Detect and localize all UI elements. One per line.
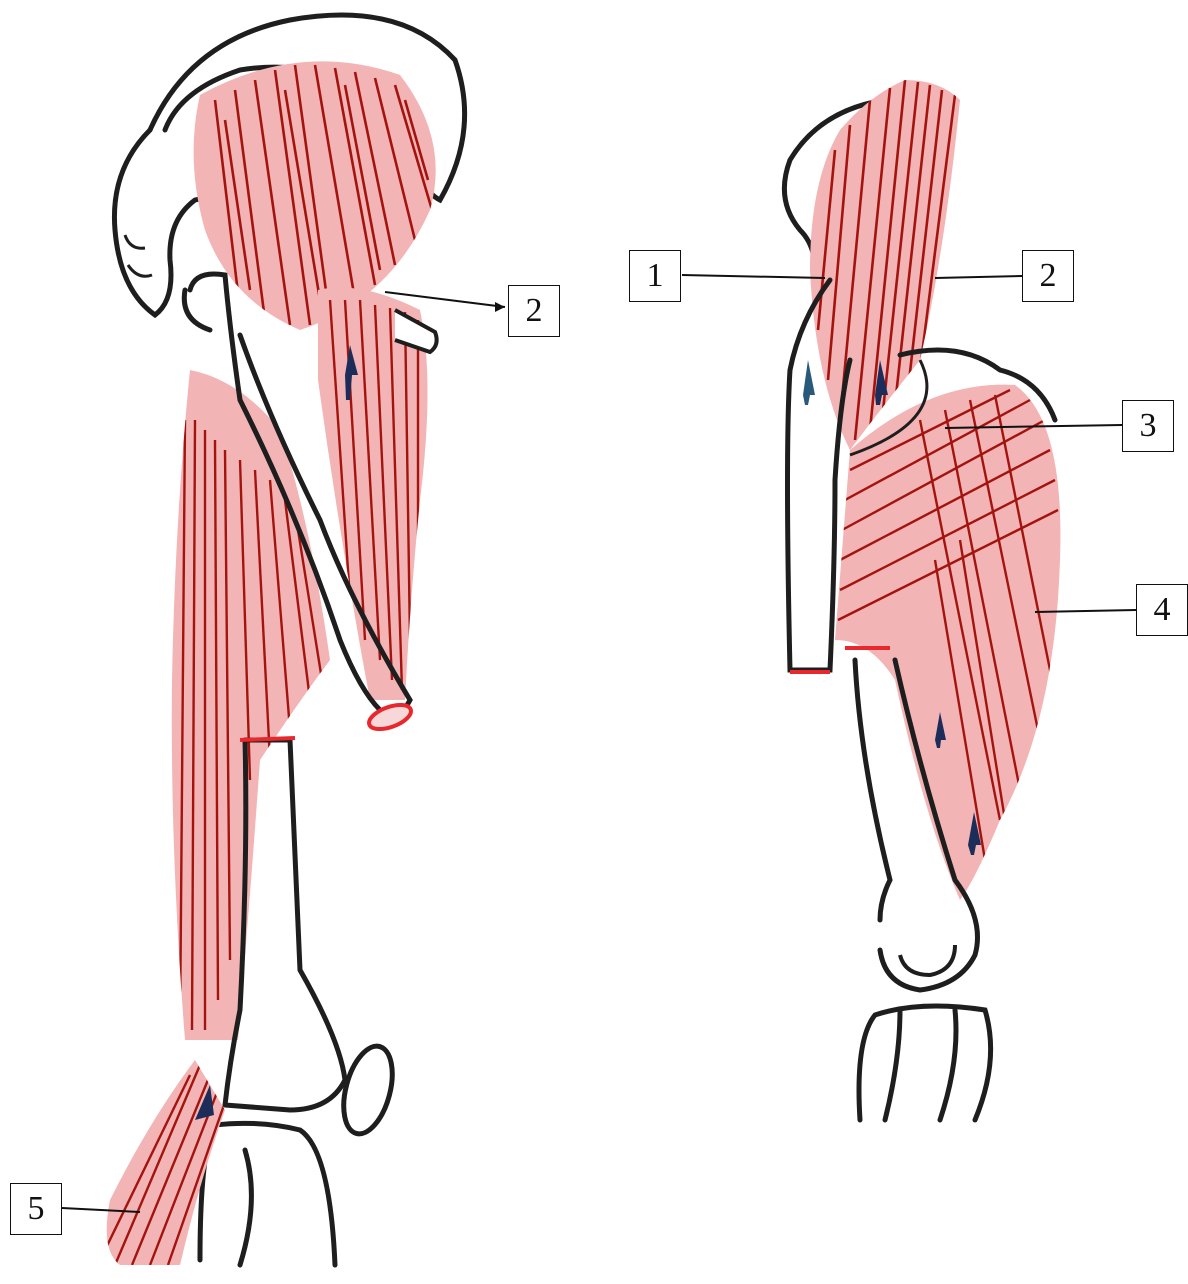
upper-hip-muscle [810, 80, 960, 450]
arrowhead-icon [495, 302, 505, 312]
label-box-left-5: 5 [10, 1183, 62, 1235]
label-box-right-3: 3 [1122, 400, 1174, 452]
patella-outline [335, 1041, 401, 1139]
gluteal-muscle [194, 61, 436, 330]
right-view [682, 80, 1136, 1120]
arrow-icon [803, 360, 815, 405]
label-box-right-1: 1 [629, 250, 681, 302]
label-box-right-4: 4 [1136, 584, 1188, 636]
ischium-outline [184, 290, 210, 330]
femur-lower-cut [240, 738, 295, 740]
condyle-outline [900, 945, 955, 975]
label-box-left-2: 2 [508, 285, 560, 337]
lower-leg-muscle [105, 1060, 225, 1265]
leader-line-right-1 [682, 275, 825, 278]
leader-line-right-2 [935, 276, 1022, 278]
posterior-thigh-muscle [172, 370, 330, 1040]
left-view [62, 15, 505, 1265]
tibia-outline [200, 1123, 335, 1265]
tibia-right-outline [859, 1006, 991, 1120]
label-box-right-2: 2 [1022, 250, 1074, 302]
coccyx-segments [125, 235, 152, 276]
thigh-muscle-right [835, 385, 1060, 900]
